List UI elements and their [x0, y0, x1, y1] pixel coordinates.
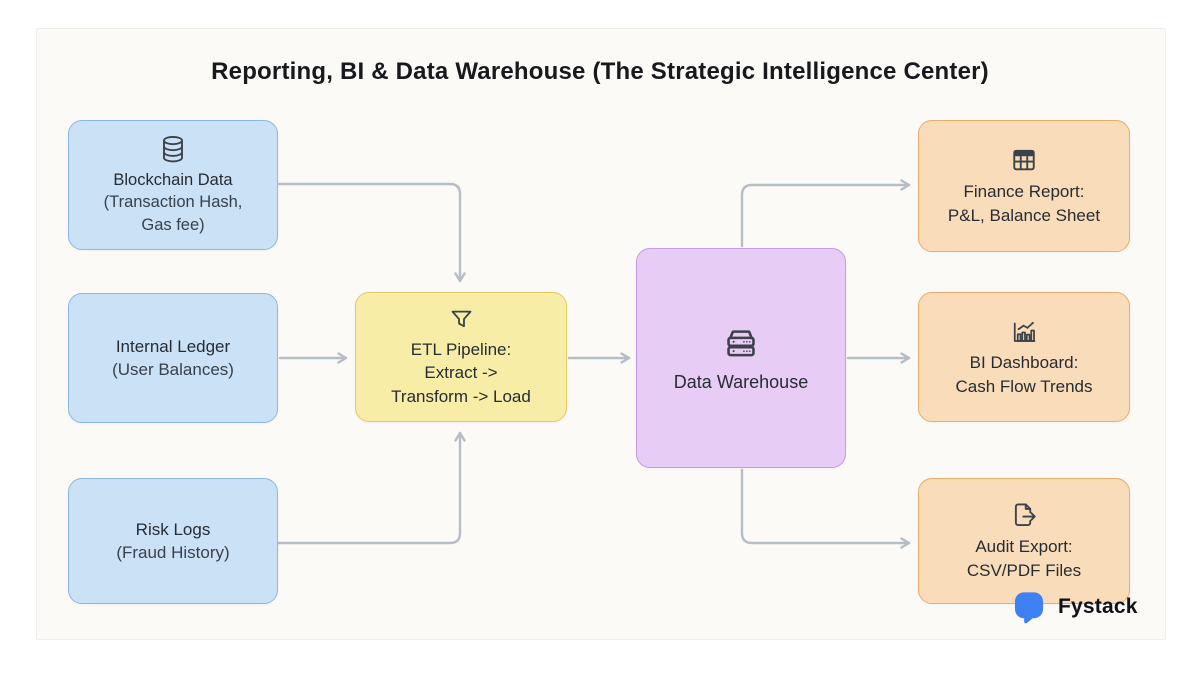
- node-label: Transform -> Load: [391, 386, 531, 406]
- diagram-title: Reporting, BI & Data Warehouse (The Stra…: [211, 58, 989, 85]
- node-bi-dashboard: BI Dashboard: Cash Flow Trends: [918, 292, 1130, 422]
- node-sublabel: (User Balances): [112, 360, 234, 379]
- node-label: Risk Logs: [135, 519, 211, 539]
- chart-icon: [1013, 322, 1036, 343]
- edge-risk-to-etl: [276, 431, 466, 545]
- node-label: Finance Report:: [963, 182, 1085, 202]
- node-internal-ledger: Internal Ledger (User Balances): [68, 293, 278, 423]
- node-risk-logs: Risk Logs (Fraud History): [68, 478, 278, 604]
- node-audit-export: Audit Export: CSV/PDF Files: [918, 478, 1130, 604]
- node-sublabel: (Transaction Hash,: [103, 193, 243, 212]
- edge-warehouse-to-audit: [740, 468, 911, 549]
- file-export-icon: [1014, 503, 1036, 527]
- node-label: Blockchain Data: [113, 170, 233, 189]
- table-icon: [1013, 150, 1035, 171]
- node-blockchain-data: Blockchain Data (Transaction Hash, Gas f…: [68, 120, 278, 250]
- node-data-warehouse: Data Warehouse: [636, 248, 846, 468]
- server-icon: [727, 330, 755, 357]
- node-etl-pipeline: ETL Pipeline: Extract -> Transform -> Lo…: [355, 292, 567, 422]
- node-label: CSV/PDF Files: [966, 560, 1082, 580]
- node-label: Extract ->: [424, 363, 498, 383]
- brand-lockup: Fystack: [1012, 589, 1138, 625]
- node-sublabel: (Fraud History): [116, 543, 230, 562]
- node-label: P&L, Balance Sheet: [947, 205, 1101, 225]
- node-label: ETL Pipeline:: [410, 340, 512, 360]
- fystack-logo: [1014, 592, 1044, 624]
- node-label: Audit Export:: [975, 537, 1073, 557]
- node-label: Cash Flow Trends: [955, 376, 1093, 396]
- database-icon: [163, 135, 183, 163]
- edge-blockchain-to-etl: [276, 182, 466, 283]
- node-finance-report: Finance Report: P&L, Balance Sheet: [918, 120, 1130, 252]
- edge-warehouse-to-finance: [740, 179, 911, 248]
- node-label: Internal Ledger: [115, 336, 231, 356]
- brand-name: Fystack: [1058, 595, 1138, 618]
- node-label: BI Dashboard:: [969, 353, 1079, 373]
- funnel-icon: [451, 311, 471, 328]
- node-sublabel: Gas fee): [141, 215, 205, 234]
- node-label: Data Warehouse: [673, 372, 809, 393]
